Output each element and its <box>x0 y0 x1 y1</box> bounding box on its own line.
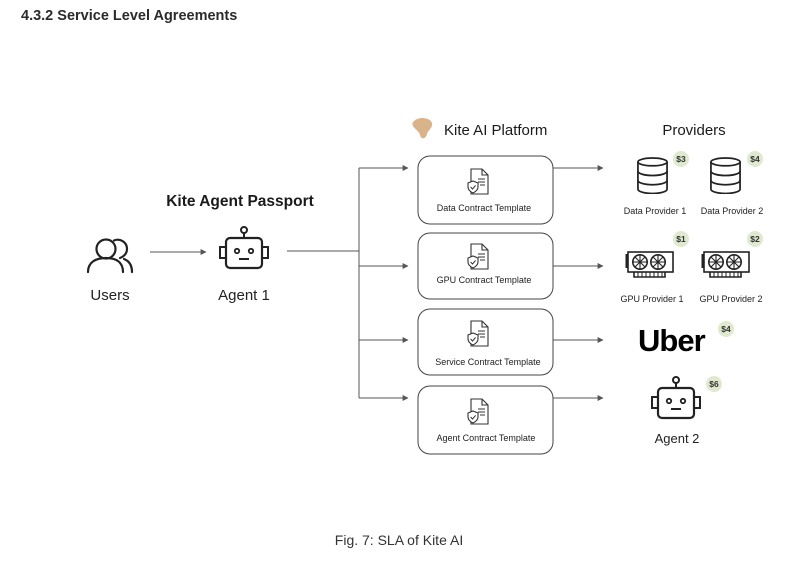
template-label: GPU Contract Template <box>437 275 532 285</box>
gpu-icon <box>701 251 750 278</box>
platform-title: Kite AI Platform <box>444 122 547 139</box>
agent1-label: Agent 1 <box>218 287 270 304</box>
provider-label: Data Provider 1 <box>624 206 687 216</box>
section-title: 4.3.2 Service Level Agreements <box>21 8 238 24</box>
agent2-robot-icon <box>650 376 702 420</box>
figure-caption: Fig. 7: SLA of Kite AI <box>334 532 464 548</box>
template-label: Agent Contract Template <box>437 433 536 443</box>
price-badge <box>747 151 763 167</box>
uber-logo: Uber <box>638 323 706 358</box>
provider-label: GPU Provider 2 <box>699 294 762 304</box>
price-badge <box>673 231 689 247</box>
kite-logo-icon <box>412 117 433 139</box>
price-badge-text: $4 <box>721 324 731 334</box>
price-badge-text: $2 <box>750 234 760 244</box>
price-badge-text: $4 <box>750 154 760 164</box>
template-box-service: Service Contract Template <box>417 308 554 376</box>
providers-title: Providers <box>662 122 725 139</box>
users-label: Users <box>90 287 129 304</box>
template-box-agent: Agent Contract Template <box>417 385 554 455</box>
database-icon <box>637 157 668 194</box>
price-badge <box>673 151 689 167</box>
agent2-label: Agent 2 <box>655 431 700 446</box>
provider-label: GPU Provider 1 <box>620 294 683 304</box>
passport-title: Kite Agent Passport <box>166 193 314 210</box>
template-box-gpu: GPU Contract Template <box>417 232 554 300</box>
template-label: Service Contract Template <box>435 357 540 367</box>
template-label: Data Contract Template <box>437 203 531 213</box>
price-badge <box>747 231 763 247</box>
price-badge-text: $6 <box>709 379 719 389</box>
database-icon <box>710 157 741 194</box>
template-box-data: Data Contract Template <box>417 155 554 225</box>
price-badge <box>706 376 722 392</box>
provider-label: Data Provider 2 <box>701 206 764 216</box>
price-badge <box>718 321 734 337</box>
price-badge-text: $1 <box>676 234 686 244</box>
price-badge-text: $3 <box>676 154 686 164</box>
users-icon <box>86 238 134 274</box>
gpu-icon <box>625 251 674 278</box>
agent1-robot-icon <box>218 226 270 270</box>
